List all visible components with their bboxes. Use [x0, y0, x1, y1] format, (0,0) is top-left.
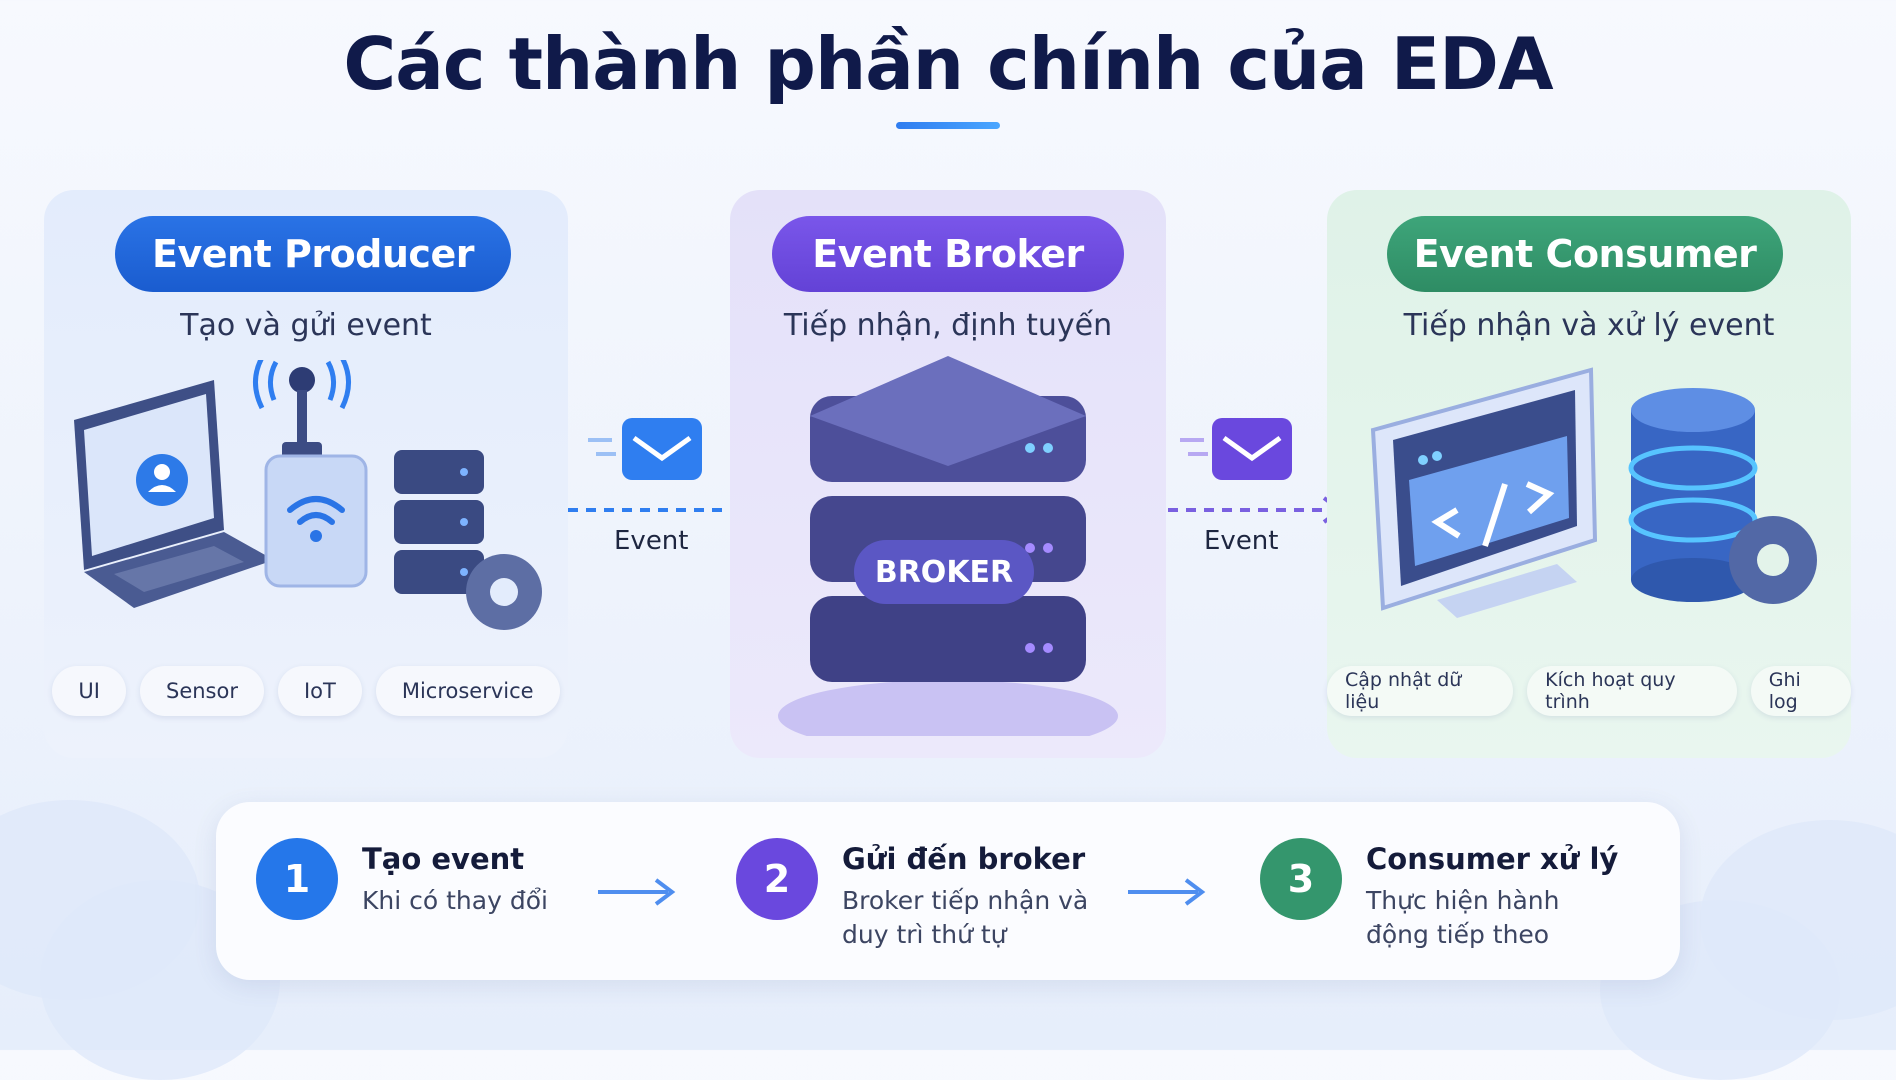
producer-illustration: [74, 360, 542, 630]
step-desc: Broker tiếp nhận và duy trì thứ tự: [842, 886, 1089, 949]
step-2: 2 Gửi đến broker Broker tiếp nhận và duy…: [736, 838, 1102, 952]
step-desc: Khi có thay đổi: [362, 886, 548, 915]
tag-iot: IoT: [277, 666, 362, 716]
producer-panel: Event Producer Tạo và gửi event: [44, 190, 568, 758]
producer-heading: Event Producer: [115, 216, 511, 292]
tag-microservice: Microservice: [375, 666, 560, 716]
flow-label-1: Event: [614, 526, 689, 556]
tag-trigger-workflow: Kích hoạt quy trình: [1527, 666, 1737, 716]
step-number: 1: [256, 838, 338, 920]
tag-ui: UI: [52, 666, 126, 716]
producer-subtitle: Tạo và gửi event: [180, 308, 432, 343]
tag-logging: Ghi log: [1750, 666, 1852, 716]
server-icon: [394, 450, 484, 594]
code-monitor-icon: [1370, 367, 1598, 618]
gear-icon: [466, 554, 542, 630]
laptop-icon: [74, 380, 274, 608]
envelope-icon: [588, 418, 702, 480]
tag-update-data: Cập nhật dữ liệu: [1327, 666, 1514, 716]
consumer-illustration: [1370, 367, 1817, 618]
user-icon: [136, 454, 188, 506]
broker-heading: Event Broker: [772, 216, 1124, 292]
flow-label-2: Event: [1204, 526, 1279, 556]
step-1: 1 Tạo event Khi có thay đổi: [256, 838, 622, 920]
title-underline: [896, 122, 1000, 129]
wifi-icon: [287, 496, 345, 542]
server-icon: [810, 356, 1086, 682]
consumer-heading: Event Consumer: [1387, 216, 1783, 292]
step-desc: Thực hiện hành động tiếp theo: [1366, 886, 1560, 949]
step-number: 2: [736, 838, 818, 920]
arrow-right-icon: [568, 496, 752, 524]
steps-bar: 1 Tạo event Khi có thay đổi 2 Gửi đến br…: [216, 802, 1680, 980]
page-title: Các thành phần chính của EDA: [343, 22, 1553, 106]
broker-badge: BROKER: [854, 540, 1034, 604]
producer-tags: UI Sensor IoT Microservice: [44, 666, 568, 716]
consumer-subtitle: Tiếp nhận và xử lý event: [1403, 308, 1775, 343]
step-3: 3 Consumer xử lý Thực hiện hành động tiế…: [1260, 838, 1626, 952]
step-number: 3: [1260, 838, 1342, 920]
arrow-right-icon: [1128, 878, 1206, 906]
step-title: Tạo event: [362, 842, 525, 876]
tag-sensor: Sensor: [139, 666, 264, 716]
consumer-tags: Cập nhật dữ liệu Kích hoạt quy trình Ghi…: [1327, 666, 1852, 716]
broker-panel: Event Broker Tiếp nhận, định tuyến BROKE…: [730, 190, 1166, 758]
step-title: Gửi đến broker: [842, 842, 1086, 876]
broker-subtitle: Tiếp nhận, định tuyến: [783, 308, 1113, 343]
arrow-right-icon: [598, 878, 676, 906]
arrow-right-icon: [1168, 496, 1344, 524]
gear-icon: [1729, 516, 1817, 604]
consumer-panel: Event Consumer Tiếp nhận và xử lý event …: [1327, 190, 1852, 758]
antenna-icon: [253, 360, 351, 462]
envelope-icon: [1180, 418, 1292, 480]
step-title: Consumer xử lý: [1366, 842, 1619, 876]
